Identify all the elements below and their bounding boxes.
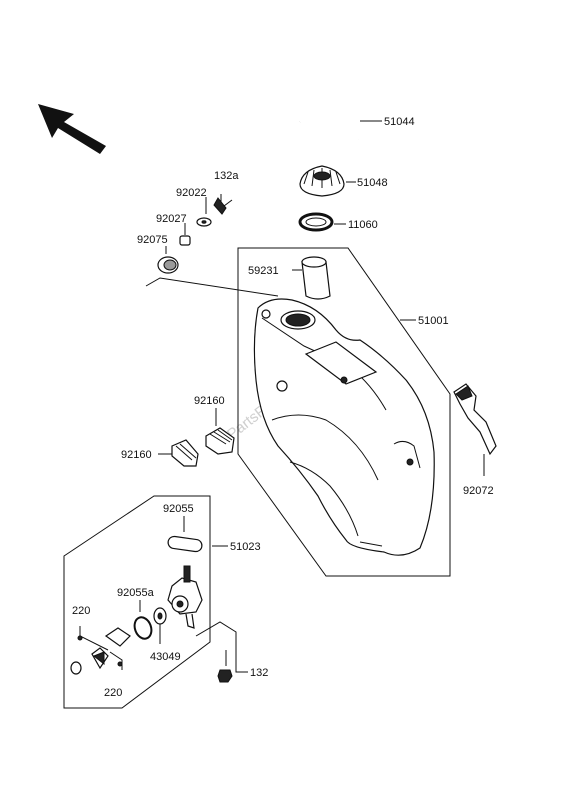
o-ring-92055a-part <box>133 600 153 640</box>
label-59231: 59231 <box>248 265 279 277</box>
label-132: 132 <box>250 667 268 679</box>
fuel-cock-body-part <box>167 565 203 629</box>
washer-92022-part <box>196 197 212 227</box>
label-51001: 51001 <box>418 315 449 327</box>
collar-92027-part <box>179 223 191 246</box>
fuel-cock-group <box>63 495 228 709</box>
bolt-132-part <box>195 621 248 683</box>
fuel-tank-part <box>237 247 451 577</box>
label-51044: 51044 <box>384 116 415 128</box>
label-220-upper: 220 <box>72 605 90 617</box>
label-92072: 92072 <box>463 485 494 497</box>
label-43049: 43049 <box>150 651 181 663</box>
label-92055: 92055 <box>163 503 194 515</box>
cap-gasket-part <box>298 212 346 232</box>
breather-hose-part <box>299 104 382 141</box>
label-51023: 51023 <box>230 541 261 553</box>
fuel-filter-part <box>292 256 331 300</box>
label-92160-lower: 92160 <box>121 449 152 461</box>
filter-screen-92055-part <box>167 516 203 553</box>
fuel-cap-part <box>299 165 356 197</box>
label-92075: 92075 <box>137 234 168 246</box>
tank-band-part <box>453 383 497 476</box>
grommet-92075-part <box>145 246 279 297</box>
gasket-43049-part <box>153 607 167 644</box>
label-51048: 51048 <box>357 177 388 189</box>
direction-arrow-icon <box>38 104 106 154</box>
tank-rubber-upper-part <box>205 408 235 455</box>
label-220-lower: 220 <box>104 687 122 699</box>
label-92160-upper: 92160 <box>194 395 225 407</box>
lever-plate-part <box>70 626 131 675</box>
label-92055a: 92055a <box>117 587 155 599</box>
label-11060: 11060 <box>348 219 378 231</box>
tank-rubber-lower-part <box>158 439 199 467</box>
label-92027: 92027 <box>156 213 187 225</box>
label-132a: 132a <box>214 170 239 182</box>
label-92022: 92022 <box>176 187 207 199</box>
bolt-132a-part <box>213 194 233 215</box>
